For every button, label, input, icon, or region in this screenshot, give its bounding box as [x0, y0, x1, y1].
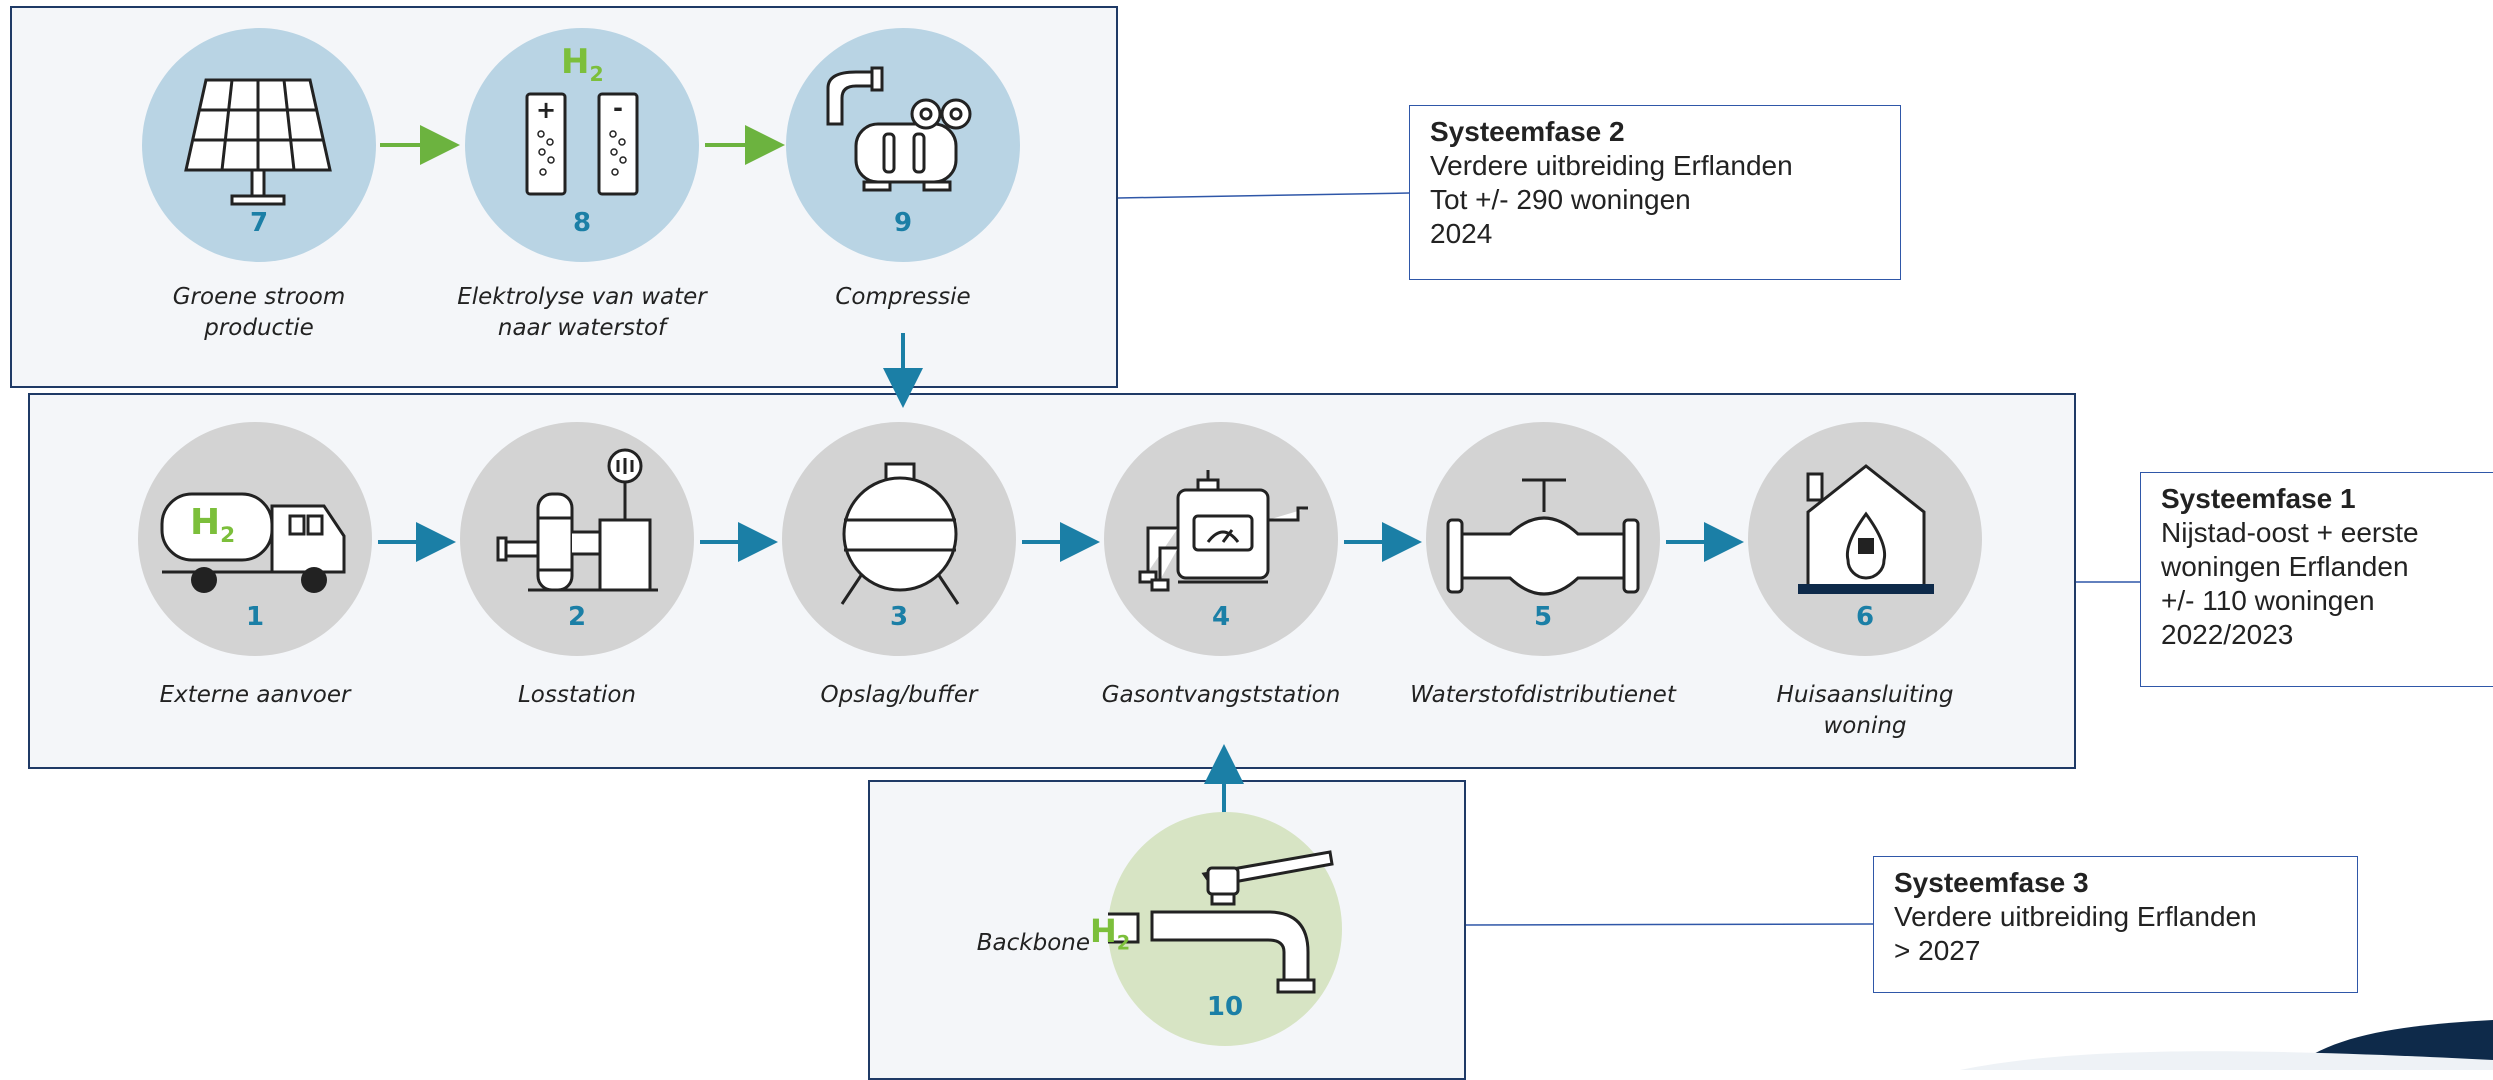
step-caption: Opslag/buffer [820, 682, 978, 708]
step-number: 3 [889, 602, 909, 632]
step-caption: Compressie [835, 284, 971, 310]
step-number: 5 [1533, 602, 1553, 632]
step-3-storage: 3 [782, 422, 1016, 656]
step-2-unloading: 2 [460, 422, 694, 656]
step-number: 9 [893, 208, 913, 238]
step-caption: Huisaansluiting woning [1776, 682, 1954, 739]
phase-line: Nijstad-oost + eerste [2161, 517, 2419, 548]
step-caption: Gasontvangststation [1101, 682, 1341, 708]
pipeline-icon [1446, 478, 1640, 596]
h2-label: H2 [1090, 912, 1131, 955]
step-caption: Waterstofdistributienet [1410, 682, 1676, 708]
house-connection-icon [1798, 464, 1934, 594]
step-7-solar: 7 [142, 28, 376, 262]
storage-tank-icon [840, 462, 960, 605]
phase-line: 2024 [1430, 218, 1493, 249]
h2-label: H2 [190, 502, 236, 549]
phase-line: Verdere uitbreiding Erflanden [1430, 150, 1793, 181]
backbone-caption: Backbone [976, 930, 1090, 956]
step-number: 7 [249, 208, 269, 238]
step-10-backbone: H2 10 [1090, 812, 1342, 1046]
phase-line: 2022/2023 [2161, 619, 2294, 650]
step-number: 8 [572, 208, 592, 238]
tap-icon [1108, 850, 1334, 994]
step-8-electrolysis: + - H2 8 [465, 28, 699, 262]
step-number: 1 [245, 602, 265, 632]
svg-text:+: + [536, 96, 556, 124]
phase-line: +/- 110 woningen [2161, 585, 2375, 616]
h2-label: H2 [561, 42, 604, 86]
step-caption: Externe aanvoer [159, 682, 351, 708]
phase-title: Systeemfase 2 [1430, 116, 1625, 147]
phase2-box: Systeemfase 2 Verdere uitbreiding Erflan… [1409, 105, 1901, 280]
step-1-external-supply: H2 1 [138, 422, 372, 656]
phase-line: Verdere uitbreiding Erflanden [1894, 901, 2257, 932]
electrolyser-icon: + - [525, 92, 639, 196]
unloading-station-icon [496, 448, 658, 592]
phase1-box: Systeemfase 1 Nijstad-oost + eerste woni… [2140, 472, 2493, 687]
svg-text:-: - [613, 94, 623, 122]
phase-title: Systeemfase 1 [2161, 483, 2356, 514]
step-5-distribution: 5 [1426, 422, 1660, 656]
phase3-box: Systeemfase 3 Verdere uitbreiding Erflan… [1873, 856, 2358, 993]
truck-icon [160, 492, 346, 593]
phase-line: woningen Erflanden [2161, 551, 2409, 582]
step-4-gas-receiving: 4 [1104, 422, 1338, 656]
step-caption: Groene stroom productie [172, 284, 346, 341]
step-number: 6 [1855, 602, 1875, 632]
solar-panel-icon [184, 78, 332, 206]
step-caption: Elektrolyse van water naar waterstof [457, 284, 707, 341]
step-number: 2 [567, 602, 587, 632]
compressor-icon [826, 66, 972, 192]
step-number: 4 [1211, 602, 1231, 632]
step-9-compression: 9 [786, 28, 1020, 262]
phase1-panel [28, 393, 2076, 769]
phase-title: Systeemfase 3 [1894, 867, 2089, 898]
step-number: 10 [1206, 992, 1244, 1022]
step-caption: Losstation [517, 682, 637, 708]
gas-receiving-station-icon [1138, 470, 1308, 592]
step-6-house-connection: 6 [1748, 422, 1982, 656]
phase-line: > 2027 [1894, 935, 1981, 966]
phase-line: Tot +/- 290 woningen [1430, 184, 1691, 215]
